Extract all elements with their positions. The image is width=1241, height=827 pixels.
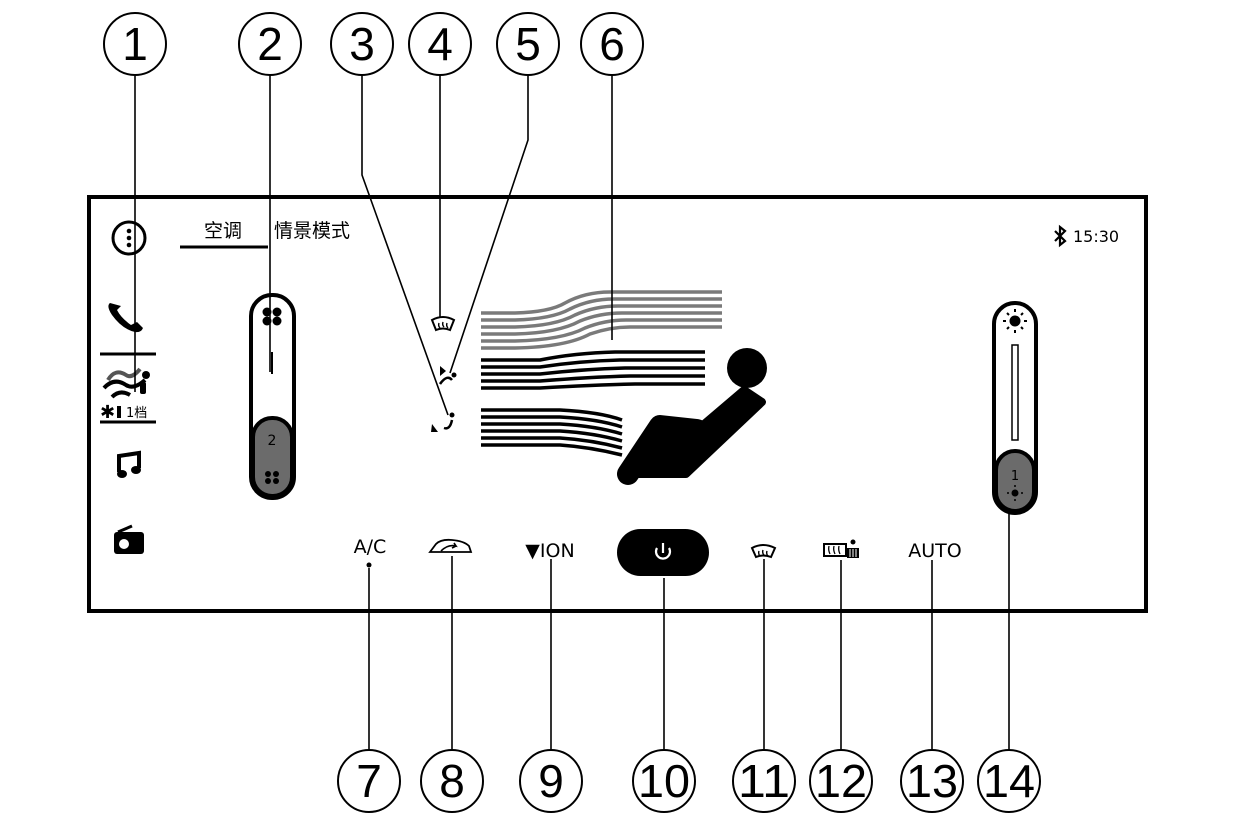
svg-text:1: 1 — [122, 18, 148, 70]
airflow-upper-lines — [481, 290, 722, 350]
svg-text:13: 13 — [906, 755, 958, 807]
auto-button[interactable]: AUTO — [908, 540, 961, 562]
tab-scene-mode[interactable]: 情景模式 — [274, 220, 350, 242]
climate-sub-label: 1档 — [126, 406, 147, 421]
svg-text:8: 8 — [439, 755, 465, 807]
windshield-defrost-mode-icon[interactable] — [430, 316, 456, 332]
foot-vent-mode-icon[interactable] — [431, 412, 455, 433]
power-button[interactable] — [617, 529, 709, 576]
svg-text:5: 5 — [515, 18, 541, 70]
temp-slider-fill[interactable] — [994, 449, 1036, 513]
callout-14: 14 — [977, 749, 1041, 813]
svg-text:12: 12 — [815, 755, 867, 807]
callout-leaders — [134, 74, 1010, 752]
svg-text:7: 7 — [356, 755, 382, 807]
svg-text:11: 11 — [738, 755, 790, 807]
callout-10: 10 — [632, 749, 696, 813]
fan-slider-fill[interactable] — [251, 416, 294, 498]
svg-text:3: 3 — [349, 18, 375, 70]
face-vent-mode-icon[interactable] — [438, 366, 457, 385]
temp-slider-inner-line — [1011, 344, 1019, 441]
clock-time: 15:30 — [1073, 227, 1119, 246]
ion-button[interactable]: ▼ION — [525, 540, 574, 562]
callout-5: 5 — [496, 12, 560, 76]
airflow-foot-lines — [481, 408, 623, 457]
svg-text:9: 9 — [538, 755, 564, 807]
svg-text:✱: ✱ — [100, 402, 115, 423]
svg-text:10: 10 — [638, 755, 690, 807]
bluetooth-icon — [1054, 224, 1067, 248]
seated-passenger-icon — [617, 348, 767, 485]
radio-icon[interactable] — [114, 524, 144, 554]
fan-slider-level: 2 — [268, 433, 277, 449]
sun-small-icon — [1007, 485, 1023, 501]
phone-icon[interactable] — [108, 303, 143, 333]
music-icon[interactable] — [117, 450, 141, 478]
callout-4: 4 — [408, 12, 472, 76]
callout-3: 3 — [330, 12, 394, 76]
front-defrost-icon[interactable] — [750, 544, 777, 559]
tab-climate[interactable]: 空调 — [204, 220, 242, 242]
callout-12: 12 — [809, 749, 873, 813]
sun-icon — [1003, 309, 1027, 333]
ac-indicator-dot — [366, 562, 372, 568]
callout-7: 7 — [337, 749, 401, 813]
callout-6: 6 — [580, 12, 644, 76]
callout-13: 13 — [900, 749, 964, 813]
callout-1: 1 — [103, 12, 167, 76]
menu-dots-icon[interactable] — [111, 220, 147, 256]
svg-text:14: 14 — [983, 755, 1035, 807]
svg-text:6: 6 — [599, 18, 625, 70]
airflow-face-lines — [481, 350, 705, 390]
fan-small-icon — [265, 471, 279, 484]
recirculation-icon[interactable] — [428, 538, 473, 553]
callout-11: 11 — [732, 749, 796, 813]
callout-9: 9 — [519, 749, 583, 813]
rear-defrost-icon[interactable] — [823, 539, 859, 559]
svg-text:4: 4 — [427, 18, 453, 70]
svg-text:2: 2 — [257, 18, 283, 70]
ac-button[interactable]: A/C — [354, 536, 387, 558]
callout-2: 2 — [238, 12, 302, 76]
callout-8: 8 — [420, 749, 484, 813]
temp-slider-level: 1 — [1011, 469, 1019, 484]
climate-icon[interactable] — [102, 367, 150, 399]
fan-speed-indicator-icon: ✱ — [100, 402, 121, 423]
screen-frame — [87, 195, 1148, 613]
